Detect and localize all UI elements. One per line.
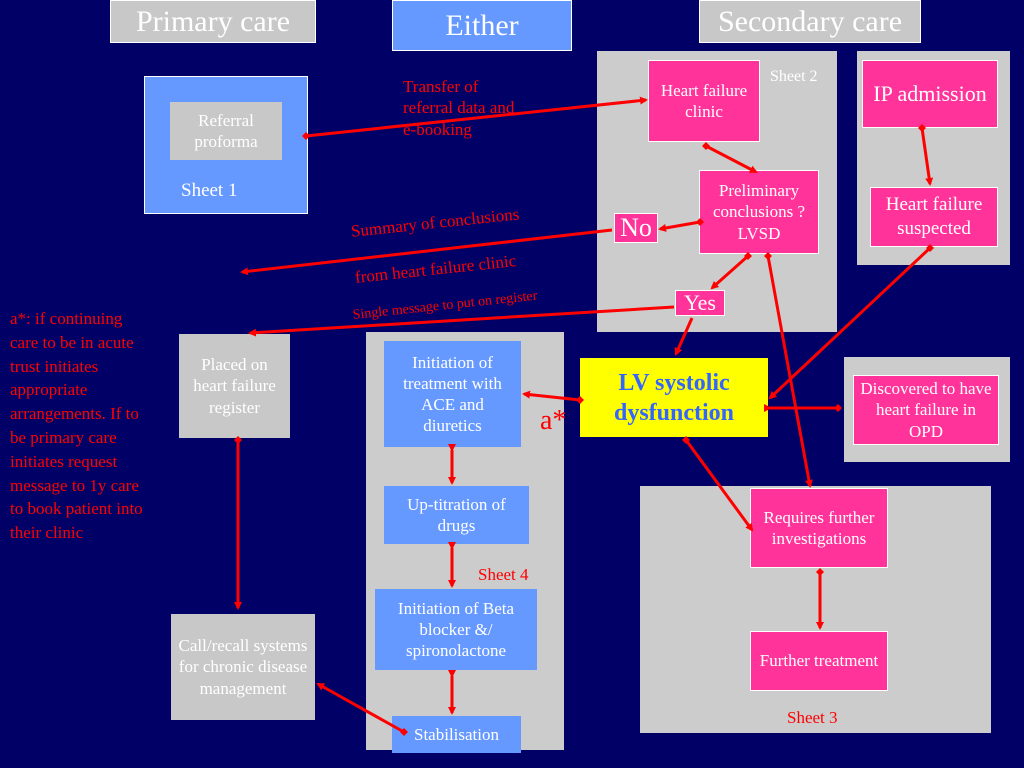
lv-systolic-dysfunction-box: LV systolic dysfunction [580, 358, 768, 437]
arrow-stabilisation-to-callrecall [316, 682, 408, 736]
arrow-preliminary-to-investigations [764, 252, 813, 488]
sheet2-label: Sheet 2 [770, 68, 818, 85]
a-star-note: a*: if continuing care to be in acute tr… [10, 309, 143, 543]
call-recall-box: Call/recall systems for chronic disease … [171, 614, 315, 720]
stabilisation-box: Stabilisation [392, 716, 521, 753]
header-primary-care: Primary care [110, 0, 316, 43]
further-treatment-box: Further treatment [750, 631, 888, 691]
sheet3-label: Sheet 3 [787, 708, 838, 727]
arrow-lvsd-to-investigations [682, 436, 754, 532]
a-star-label: a* [540, 405, 567, 436]
header-secondary-care: Secondary care [699, 0, 921, 43]
sheet1-label: Sheet 1 [181, 180, 238, 201]
ip-admission-box: IP admission [862, 60, 998, 128]
arrow-lvsd-to-ace [522, 390, 584, 404]
no-box: No [614, 213, 658, 243]
heart-failure-register-box: Placed on heart failure register [179, 334, 290, 438]
arrow-preliminary-to-no [658, 218, 704, 232]
arrow-no-to-summary [240, 228, 613, 276]
heart-failure-suspected-box: Heart failure suspected [870, 187, 998, 247]
arrow-ip-to-suspected [918, 124, 934, 186]
initiation-ace-box: Initiation of treatment with ACE and diu… [384, 341, 521, 447]
referral-proforma-box: Referral proforma [170, 102, 282, 160]
sheet4-label: Sheet 4 [478, 565, 529, 584]
heart-failure-clinic-box: Heart failure clinic [648, 60, 760, 142]
arrow-preliminary-to-yes [710, 252, 752, 290]
arrow-yes-to-lvsd [674, 317, 694, 356]
header-either: Either [392, 0, 572, 51]
arrow-clinic-to-preliminary [702, 142, 758, 174]
arrow-yes-to-register [248, 305, 675, 337]
arrow-referral-to-clinic [302, 96, 648, 140]
initiation-beta-box: Initiation of Beta blocker &/ spironolac… [375, 589, 537, 670]
arrow-suspected-to-lvsd [768, 244, 934, 400]
yes-box: Yes [675, 290, 725, 316]
uptitration-box: Up-titration of drugs [384, 486, 529, 544]
requires-further-investigations-box: Requires further investigations [750, 488, 888, 568]
preliminary-conclusions-box: Preliminary conclusions ? LVSD [699, 170, 819, 254]
